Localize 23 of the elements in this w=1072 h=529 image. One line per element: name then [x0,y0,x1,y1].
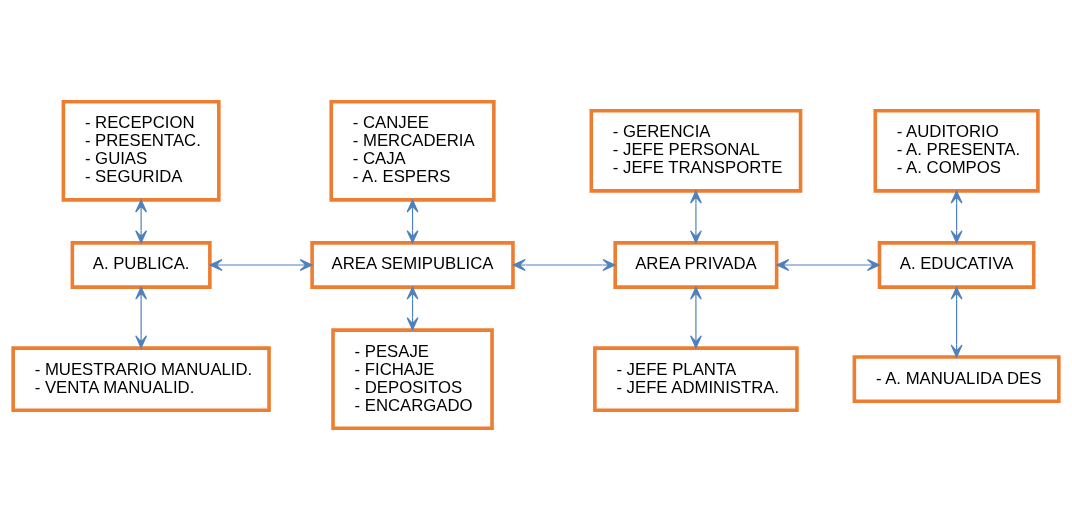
node-box: - PESAJE - FICHAJE - DEPOSITOS - ENCARGADO [331,327,494,430]
arrow [689,190,702,243]
node-box: A. PUBLICA. [70,240,212,289]
node-box: - JEFE PLANTA - JEFE ADMINISTRA. [593,345,799,412]
node-box: AREA PRIVADA [613,240,779,289]
node-box: AREA SEMIPUBLICA [310,240,515,289]
node-box: - GERENCIA - JEFE PERSONAL - JEFE TRANSPORTE [589,108,803,193]
arrow [406,286,419,330]
arrow [689,286,702,348]
node-box: - CANJEE - MERCADERIA - CAJA - A. ESPERS [329,99,496,202]
arrow [135,198,148,243]
node-box: - MUESTRARIO MANUALID. - VENTA MANUALID. [11,345,271,412]
arrow [950,286,963,358]
arrow [776,258,880,271]
node-box: A. EDUCATIVA [877,240,1036,289]
arrow [135,286,148,348]
arrow [512,258,616,271]
node-box: - AUDITORIO - A. PRESENTA. - A. COMPOS [873,108,1040,193]
arrow [950,190,963,243]
arrow [406,198,419,243]
arrow [209,258,313,271]
node-box: - A. MANUALIDA DES [852,354,1061,403]
node-box: - RECEPCION - PRESENTAC. - GUIAS - SEGURIDA [61,99,221,202]
